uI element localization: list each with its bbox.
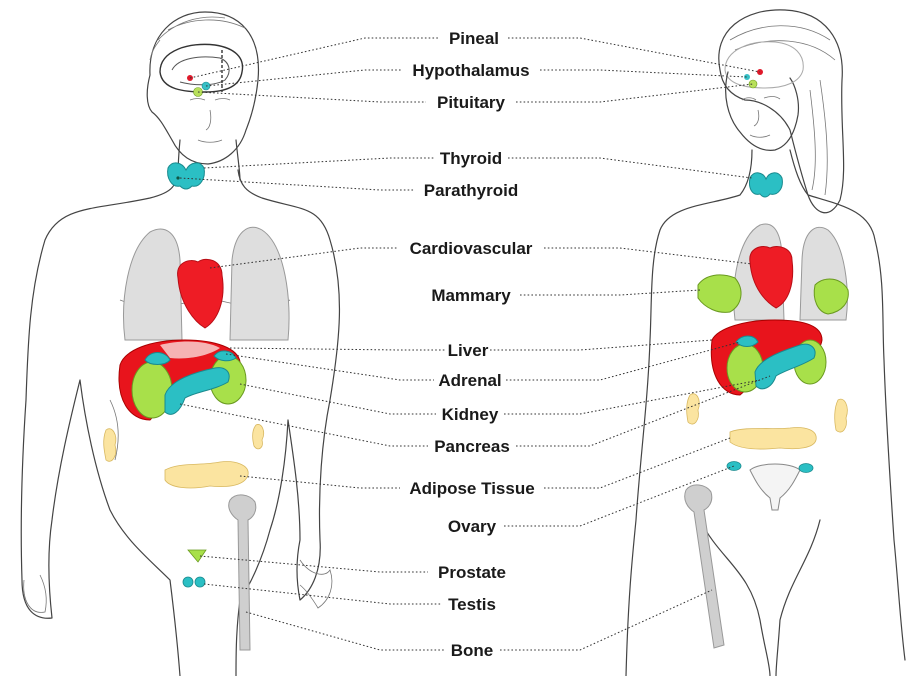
label-bone: Bone bbox=[451, 641, 494, 660]
male-figure bbox=[21, 12, 339, 676]
leader-pancreas-left bbox=[180, 404, 428, 446]
label-parathyroid: Parathyroid bbox=[424, 181, 518, 200]
organ-labels: Pineal Hypothalamus Pituitary Thyroid Pa… bbox=[409, 29, 534, 660]
male-body-outline bbox=[21, 170, 339, 676]
male-thyroid bbox=[168, 163, 205, 189]
label-ovary: Ovary bbox=[448, 517, 497, 536]
female-hypothalamus-dot bbox=[744, 74, 750, 80]
leader-prostate-left bbox=[200, 556, 428, 572]
male-bone bbox=[229, 495, 256, 650]
male-hand bbox=[300, 560, 332, 608]
leader-cardiovascular-right bbox=[544, 248, 752, 264]
female-mammary-left bbox=[698, 275, 741, 312]
leader-thyroid-right bbox=[508, 158, 752, 178]
female-figure bbox=[626, 10, 905, 676]
female-pituitary-dot bbox=[749, 80, 757, 88]
leader-mammary-right bbox=[520, 290, 700, 295]
male-adipose-side-right bbox=[253, 424, 264, 448]
leader-liver-right bbox=[490, 340, 712, 350]
leader-pineal-left bbox=[190, 38, 440, 78]
male-parathyroid bbox=[176, 176, 179, 179]
label-thyroid: Thyroid bbox=[440, 149, 502, 168]
male-adipose-side-left bbox=[104, 429, 116, 462]
label-pancreas: Pancreas bbox=[434, 437, 510, 456]
label-adrenal: Adrenal bbox=[438, 371, 501, 390]
female-adipose-side-left bbox=[687, 394, 700, 424]
female-thyroid bbox=[749, 173, 782, 197]
label-prostate: Prostate bbox=[438, 563, 506, 582]
leader-liver-left bbox=[230, 348, 446, 350]
leader-bone-left bbox=[246, 612, 444, 650]
male-face bbox=[190, 99, 230, 143]
male-hair bbox=[150, 17, 245, 60]
leader-kidney-left bbox=[240, 384, 436, 414]
female-adipose-abdomen bbox=[730, 428, 816, 450]
female-bone bbox=[685, 485, 724, 648]
leader-hypothalamus-right bbox=[540, 70, 747, 77]
leader-adrenal-left bbox=[226, 354, 434, 380]
male-heart bbox=[178, 259, 223, 328]
leader-pituitary-left bbox=[198, 92, 426, 102]
label-liver: Liver bbox=[448, 341, 489, 360]
label-cardiovascular: Cardiovascular bbox=[410, 239, 533, 258]
female-adipose-side-right bbox=[835, 399, 848, 432]
label-pineal: Pineal bbox=[449, 29, 499, 48]
label-mammary: Mammary bbox=[431, 286, 511, 305]
label-kidney: Kidney bbox=[442, 405, 499, 424]
female-ovary-right bbox=[799, 464, 813, 473]
label-testis: Testis bbox=[448, 595, 496, 614]
female-ovary-left bbox=[727, 462, 741, 471]
label-hypothalamus: Hypothalamus bbox=[412, 61, 529, 80]
male-testis-left bbox=[183, 577, 193, 587]
male-testis-right bbox=[195, 577, 205, 587]
label-adipose-tissue: Adipose Tissue bbox=[409, 479, 534, 498]
leader-adipose-right bbox=[544, 438, 730, 488]
female-uterus bbox=[750, 464, 800, 510]
male-prostate bbox=[188, 550, 206, 562]
leader-adrenal-right bbox=[506, 342, 740, 380]
leader-pituitary-right bbox=[516, 84, 753, 102]
leader-bone-right bbox=[500, 590, 712, 650]
leader-parathyroid-left bbox=[180, 178, 414, 190]
male-adipose-abdomen bbox=[165, 462, 248, 488]
label-pituitary: Pituitary bbox=[437, 93, 506, 112]
